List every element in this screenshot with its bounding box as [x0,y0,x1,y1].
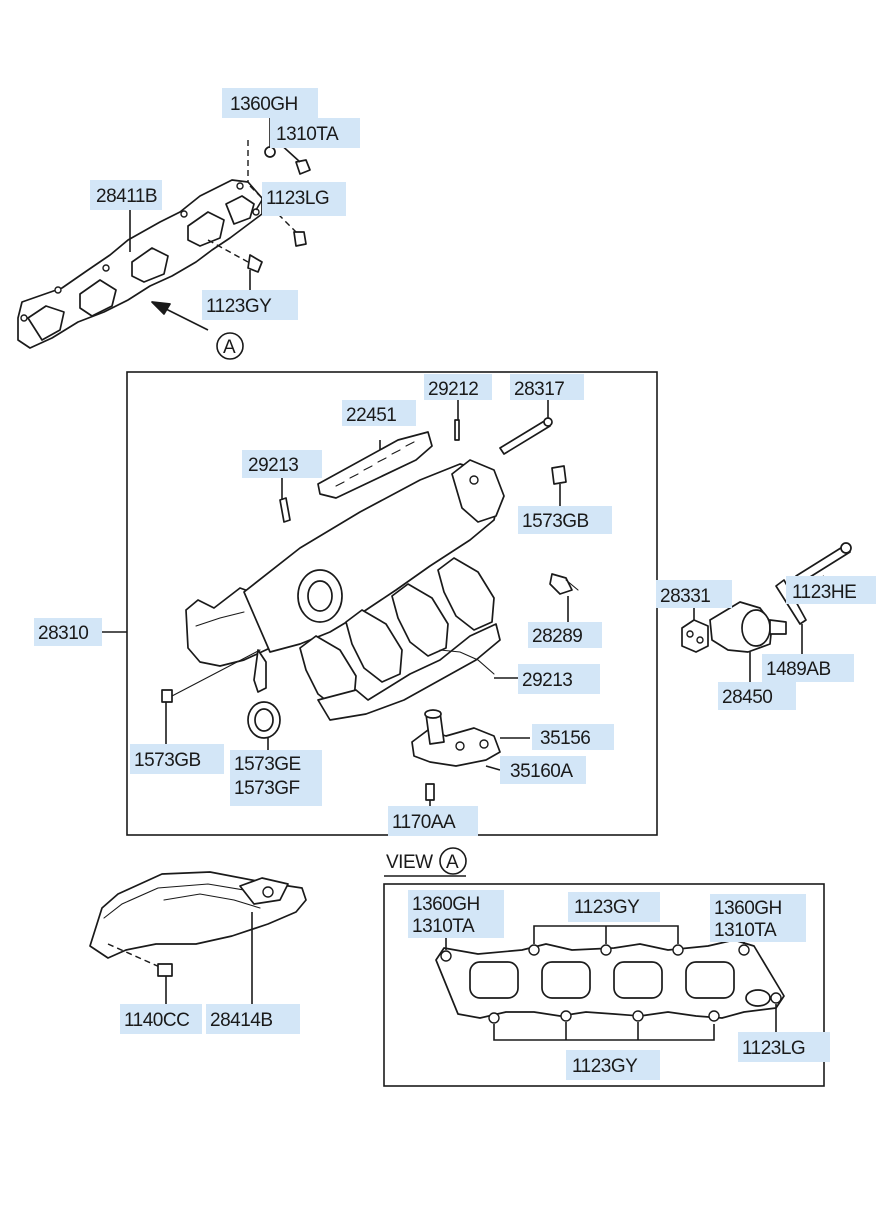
view-label-1123LG: 1123LG [742,1038,805,1059]
label-29212: 29212 [428,379,478,400]
view-marker-letter: A [446,852,459,873]
heat-shield-assembly [89,871,307,1004]
label-1170AA: 1170AA [392,812,456,833]
intake-manifold-drawing [100,398,579,808]
label-1310TA-top: 1310TA [276,124,339,145]
label-1573GB-right: 1573GB [522,511,589,532]
view-label: VIEW [386,852,433,873]
label-1123HE: 1123HE [792,582,856,603]
view-marker-top: A [223,337,236,358]
view-a-gasket [435,925,785,1041]
part-callouts: 1360GH 1310TA 28411B 1123LG 1123GY A 292… [38,94,857,1077]
view-label-1360GH-left: 1360GH [412,894,480,915]
label-1573GB-left: 1573GB [134,750,201,771]
label-1140CC: 1140CC [124,1010,189,1031]
view-label-1360GH-right: 1360GH [714,898,782,919]
solenoid-assembly [681,542,852,682]
label-1123GY-top: 1123GY [206,296,272,317]
label-1123LG-top: 1123LG [266,188,329,209]
label-35160A: 35160A [510,761,573,782]
label-highlights [34,88,876,1080]
label-29213-upper: 29213 [248,455,298,476]
label-1573GE: 1573GE [234,754,301,775]
label-1489AB: 1489AB [766,659,831,680]
label-28289: 28289 [532,626,582,647]
label-22451: 22451 [346,405,396,426]
view-label-1310TA-left: 1310TA [412,916,475,937]
view-a-box [383,883,825,1087]
label-1573GF: 1573GF [234,778,300,799]
label-28411B: 28411B [96,186,157,207]
view-marker-circle [439,847,467,875]
label-29213-lower: 29213 [522,670,572,691]
gasket-assembly-top [17,118,311,360]
label-28414B: 28414B [210,1010,273,1031]
label-28317: 28317 [514,379,564,400]
view-label-1123GY-bottom: 1123GY [572,1056,638,1077]
view-label-1123GY-top: 1123GY [574,897,640,918]
label-28310: 28310 [38,623,88,644]
label-1360GH-top: 1360GH [230,94,298,115]
label-35156: 35156 [540,728,590,749]
label-28450: 28450 [722,687,772,708]
label-28331: 28331 [660,586,710,607]
view-label-1310TA-right: 1310TA [714,920,777,941]
